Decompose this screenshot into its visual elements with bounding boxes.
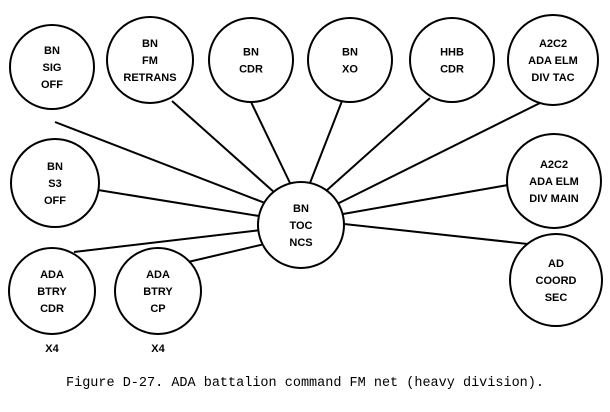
- station-circle: [257, 181, 345, 269]
- station-label-line: OFF: [41, 79, 63, 91]
- station-label-line: BTRY: [37, 286, 67, 298]
- station-ada-btry-cp: ADA BTRY CP X4: [114, 247, 202, 355]
- station-label-line: BN: [293, 203, 309, 215]
- link-ada-btry-cdr: [73, 229, 262, 253]
- link-bn-cdr: [250, 101, 291, 184]
- link-ada-btry-cp: [187, 242, 270, 263]
- station-circle: [507, 14, 599, 106]
- station-bn-xo: BN XO: [307, 17, 393, 103]
- station-circle: [509, 233, 603, 327]
- figure-caption: Figure D-27. ADA battalion command FM ne…: [66, 376, 544, 391]
- station-label-line: RETRANS: [123, 72, 176, 84]
- station-label-line: CDR: [239, 64, 263, 76]
- link-bn-s3-off: [97, 189, 260, 217]
- station-label-line: A2C2: [540, 159, 568, 171]
- station-label-line: NCS: [289, 237, 312, 249]
- station-circle: [208, 17, 294, 103]
- link-hhb-cdr: [325, 97, 431, 192]
- station-circle: [114, 247, 202, 335]
- station-label-line: FM: [142, 55, 158, 67]
- station-hhb-cdr: HHB CDR: [409, 17, 495, 103]
- station-label-line: XO: [342, 64, 358, 76]
- station-circle: [307, 17, 393, 103]
- station-label-line: DIV TAC: [531, 72, 574, 84]
- station-ad-coord-sec: AD COORD SEC: [509, 233, 603, 327]
- link-bn-sig-off: [54, 121, 266, 204]
- station-label-line: CP: [150, 303, 165, 315]
- station-circle: [106, 16, 194, 104]
- station-label-line: BN: [47, 161, 63, 173]
- station-label-line: ADA ELM: [529, 176, 579, 188]
- station-label-line: OFF: [44, 195, 66, 207]
- station-label-line: TOC: [289, 220, 312, 232]
- station-circle: [10, 138, 100, 228]
- station-label-line: AD: [548, 258, 564, 270]
- link-ad-coord-sec: [343, 223, 529, 245]
- station-bn-fm-retrans: BN FM RETRANS: [106, 16, 194, 104]
- connection-lines: [54, 97, 541, 263]
- station-bn-cdr: BN CDR: [208, 17, 294, 103]
- station-ada-btry-cdr: ADA BTRY CDR X4: [8, 247, 96, 355]
- station-label-line: BTRY: [143, 286, 173, 298]
- station-multiplier: X4: [45, 343, 59, 355]
- station-label-line: BN: [243, 47, 259, 59]
- station-label-line: CDR: [40, 303, 64, 315]
- station-circle: [506, 133, 602, 229]
- station-label-line: CDR: [440, 64, 464, 76]
- station-label-line: COORD: [536, 275, 577, 287]
- station-label-line: BN: [44, 45, 60, 57]
- station-nodes: BN TOC NCS BN SIG OFF BN FM RETRANS BN CDR BN XO HHB C…: [8, 14, 603, 355]
- station-bn-sig-off: BN SIG OFF: [9, 24, 95, 110]
- station-label-line: BN: [342, 47, 358, 59]
- link-a2c2-div-main: [342, 184, 509, 215]
- station-label-line: BN: [142, 38, 158, 50]
- station-label-line: A2C2: [539, 38, 567, 50]
- station-label-line: SIG: [43, 62, 62, 74]
- station-label-line: SEC: [545, 292, 568, 304]
- station-circle: [409, 17, 495, 103]
- station-hub: BN TOC NCS: [257, 181, 345, 269]
- link-bn-xo: [309, 100, 343, 184]
- station-label-line: ADA: [146, 269, 170, 281]
- station-label-line: DIV MAIN: [529, 193, 579, 205]
- station-circle: [9, 24, 95, 110]
- link-bn-fm-retrans: [171, 100, 276, 194]
- station-label-line: ADA ELM: [528, 55, 578, 67]
- link-a2c2-div-tac: [336, 102, 541, 205]
- station-label-line: HHB: [440, 47, 464, 59]
- station-circle: [8, 247, 96, 335]
- station-label-line: S3: [48, 178, 61, 190]
- station-multiplier: X4: [151, 343, 165, 355]
- station-label-line: ADA: [40, 269, 64, 281]
